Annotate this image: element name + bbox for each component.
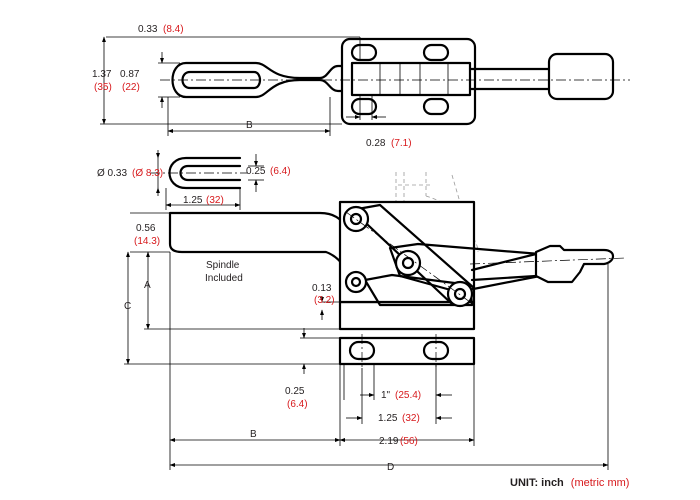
side-handle-arm	[470, 252, 538, 282]
spindle-detail: Ø 0.33 (Ø 8.3) 0.25 (6.4) 1.25 (32)	[97, 150, 291, 210]
spindle-length-mm: (32)	[206, 195, 224, 206]
base-view: 0.25 (6.4) 1" (25.4) 1.25 (32) B 2.19 (5…	[169, 252, 609, 473]
top-slot-4	[422, 97, 450, 116]
top-slot-in: 0.28	[366, 138, 386, 149]
top-slot-2	[422, 43, 450, 62]
top-slot-1	[350, 43, 378, 62]
unit-metric: (metric mm)	[571, 477, 630, 489]
dim-d: D	[387, 462, 394, 473]
top-slot-3	[350, 97, 378, 116]
side-handle-grip	[534, 244, 615, 284]
spindle-dia-mm: (Ø 8.3)	[132, 168, 163, 179]
top-mechanism	[350, 61, 472, 97]
spindle-length-in: 1.25	[183, 195, 203, 206]
top-handle-width-in: 0.87	[120, 69, 140, 80]
bar-thickness-mm: (14.3)	[134, 236, 160, 247]
top-lever-arm	[468, 67, 550, 91]
hole-span-in: 1.25	[378, 413, 398, 424]
top-handle-offset-in: 0.33	[138, 24, 158, 35]
bar-thickness-in: 0.56	[136, 223, 156, 234]
top-handle-offset-mm: (8.4)	[163, 24, 184, 35]
base-length-in: 2.19	[379, 436, 399, 447]
step-mm: (3.2)	[314, 295, 335, 306]
clamp-bar	[168, 211, 354, 280]
pivot-3-pin	[453, 287, 467, 301]
side-view: 0.56 (14.3) A C Spindle Included 0.13 (3…	[124, 172, 626, 365]
spindle-width-in: 0.25	[246, 166, 266, 177]
base-dim-b: B	[250, 429, 257, 440]
step-in: 0.13	[312, 283, 332, 294]
spindle-label-line1: Spindle	[206, 260, 240, 271]
base-length-mm: (56)	[400, 436, 418, 447]
pivot-1-pin	[349, 212, 363, 226]
top-handle-grip-inner	[181, 70, 262, 90]
top-lever-pad	[547, 52, 615, 101]
spindle-dia-in: Ø 0.33	[97, 168, 127, 179]
pivot-4-pin	[350, 276, 362, 288]
top-slot-mm: (7.1)	[391, 138, 412, 149]
side-base	[338, 300, 476, 331]
pivot-2-pin	[401, 256, 415, 270]
hole-spacing-mm: (25.4)	[395, 390, 421, 401]
top-dim-b: B	[246, 120, 253, 131]
top-handle-grip	[171, 61, 350, 99]
hole-spacing-in: 1"	[381, 390, 391, 401]
hole-span-mm: (32)	[402, 413, 420, 424]
top-overall-width-in: 1.37	[92, 69, 112, 80]
unit-note: UNIT: inch (metric mm)	[510, 473, 629, 490]
spindle-width-mm: (6.4)	[270, 166, 291, 177]
unit-label: UNIT: inch	[510, 477, 564, 489]
dim-a: A	[144, 280, 151, 291]
top-overall-width-mm: (35)	[94, 82, 112, 93]
top-handle-width-mm: (22)	[122, 82, 140, 93]
base-thickness-mm: (6.4)	[287, 399, 308, 410]
dim-c: C	[124, 301, 131, 312]
top-view: 0.33 (8.4) 1.37 (35) 0.87 (22) B 0.28 (7…	[92, 24, 630, 149]
spindle-label-line2: Included	[205, 273, 243, 284]
base-thickness-in: 0.25	[285, 386, 305, 397]
